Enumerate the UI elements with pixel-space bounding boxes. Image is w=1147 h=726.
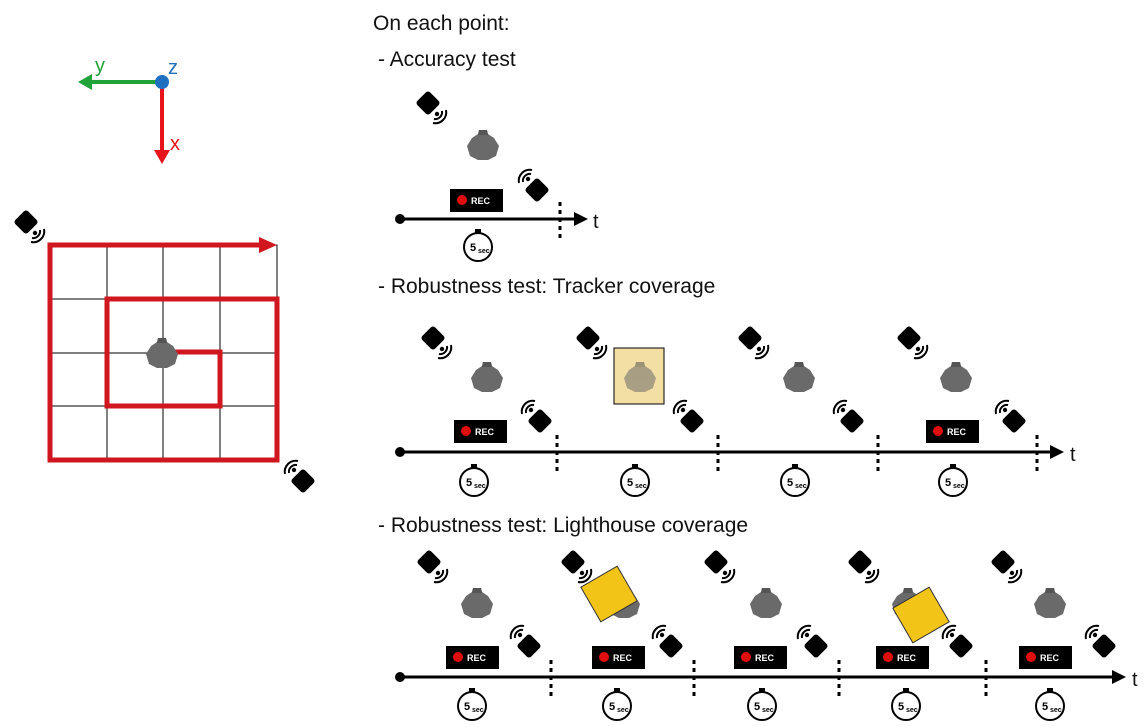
tracker-puck [1034, 588, 1066, 618]
rec-indicator: REC [446, 646, 499, 669]
timer-icon: 5 sec [602, 688, 632, 721]
rec-indicator: REC [926, 420, 979, 443]
lighthouse [796, 624, 830, 660]
timer-value: 5 [1042, 701, 1048, 713]
accuracy-test-diagram: REC t 5 sec [395, 89, 599, 262]
z-axis-dot [155, 75, 169, 89]
time-axis-label: t [593, 211, 599, 233]
coordinate-axes: y z x [78, 55, 180, 164]
timer-value: 5 [945, 477, 951, 489]
timer-value: 5 [627, 477, 633, 489]
lighthouse [672, 399, 706, 435]
timer-unit: sec [762, 707, 774, 714]
z-axis-label: z [168, 57, 178, 79]
rec-label: REC [947, 427, 967, 437]
rec-indicator: REC [450, 189, 503, 212]
rec-indicator: REC [734, 646, 787, 669]
timer-unit: sec [474, 483, 486, 490]
lighthouse [419, 324, 453, 360]
timer-icon: 5 sec [938, 464, 968, 497]
lighthouse-bottom-right [283, 459, 317, 495]
lighthouse-coverage-test-label: - Robustness test: Lighthouse coverage [378, 514, 748, 537]
accuracy-test-label: - Accuracy test [378, 48, 516, 71]
y-axis-arrowhead [78, 74, 92, 90]
lighthouse [509, 624, 543, 660]
x-axis-arrowhead [154, 150, 170, 164]
rec-label: REC [475, 427, 495, 437]
timer-value: 5 [898, 701, 904, 713]
tracker-puck [471, 362, 503, 392]
timer-icon: 5 sec [1035, 688, 1065, 721]
timer-value: 5 [464, 701, 470, 713]
timer-icon: 5 sec [780, 464, 810, 497]
lighthouse-top-left [12, 208, 46, 244]
tracker-puck [467, 130, 499, 160]
timer-unit: sec [472, 707, 484, 714]
timer-icon: 5 sec [459, 464, 489, 497]
heading-on-each-point: On each point: [373, 12, 510, 35]
lighthouse [846, 548, 880, 584]
lighthouse [994, 399, 1028, 435]
lighthouse [651, 624, 685, 660]
timer-value: 5 [470, 242, 476, 254]
time-axis-label: t [1132, 669, 1138, 691]
rec-indicator: REC [1019, 646, 1072, 669]
lighthouse [574, 324, 608, 360]
y-axis-label: y [95, 55, 105, 77]
timer-unit: sec [953, 483, 965, 490]
lighthouse [1084, 624, 1118, 660]
lighthouse-occluder [892, 586, 950, 644]
tracker-coverage-test-label: - Robustness test: Tracker coverage [378, 275, 715, 298]
tracker-puck [461, 588, 493, 618]
lighthouse [517, 168, 551, 204]
lighthouse-coverage-diagram: REC REC REC REC [395, 548, 1138, 721]
rec-label: REC [897, 653, 917, 663]
lighthouse [736, 324, 770, 360]
tracker-puck [940, 362, 972, 392]
timer-unit: sec [635, 483, 647, 490]
timer-icon: 5 sec [457, 688, 487, 721]
lighthouse [702, 548, 736, 584]
lighthouse [895, 324, 929, 360]
rec-indicator: REC [592, 646, 645, 669]
lighthouse [415, 548, 449, 584]
timer-unit: sec [1050, 707, 1062, 714]
rec-label: REC [471, 196, 491, 206]
tracker-coverage-diagram: REC REC t 5 sec [395, 324, 1076, 497]
time-axis-label: t [1070, 444, 1076, 466]
timer-value: 5 [787, 477, 793, 489]
lighthouse [520, 399, 554, 435]
rec-label: REC [613, 653, 633, 663]
lighthouse [414, 89, 448, 125]
timer-unit: sec [906, 707, 918, 714]
lighthouse [941, 624, 975, 660]
rec-indicator: REC [876, 646, 929, 669]
timer-icon: 5 sec [463, 229, 493, 262]
grid-tracker-puck [146, 338, 178, 368]
timer-icon: 5 sec [620, 464, 650, 497]
tracker-puck [783, 362, 815, 392]
lighthouse [989, 548, 1023, 584]
tracker-puck [750, 588, 782, 618]
rec-label: REC [755, 653, 775, 663]
rec-label: REC [1040, 653, 1060, 663]
timer-icon: 5 sec [747, 688, 777, 721]
spiral-arrowhead [259, 237, 277, 253]
x-axis-label: x [170, 133, 180, 155]
timer-unit: sec [795, 483, 807, 490]
timer-unit: sec [478, 248, 490, 255]
timer-icon: 5 sec [891, 688, 921, 721]
lighthouse-occluder [580, 565, 638, 623]
rec-label: REC [467, 653, 487, 663]
rec-indicator: REC [454, 420, 507, 443]
timer-value: 5 [754, 701, 760, 713]
timer-value: 5 [609, 701, 615, 713]
timer-value: 5 [466, 477, 472, 489]
lighthouse [559, 548, 593, 584]
spiral-path [47, 237, 280, 463]
lighthouse [832, 399, 866, 435]
timer-unit: sec [617, 707, 629, 714]
